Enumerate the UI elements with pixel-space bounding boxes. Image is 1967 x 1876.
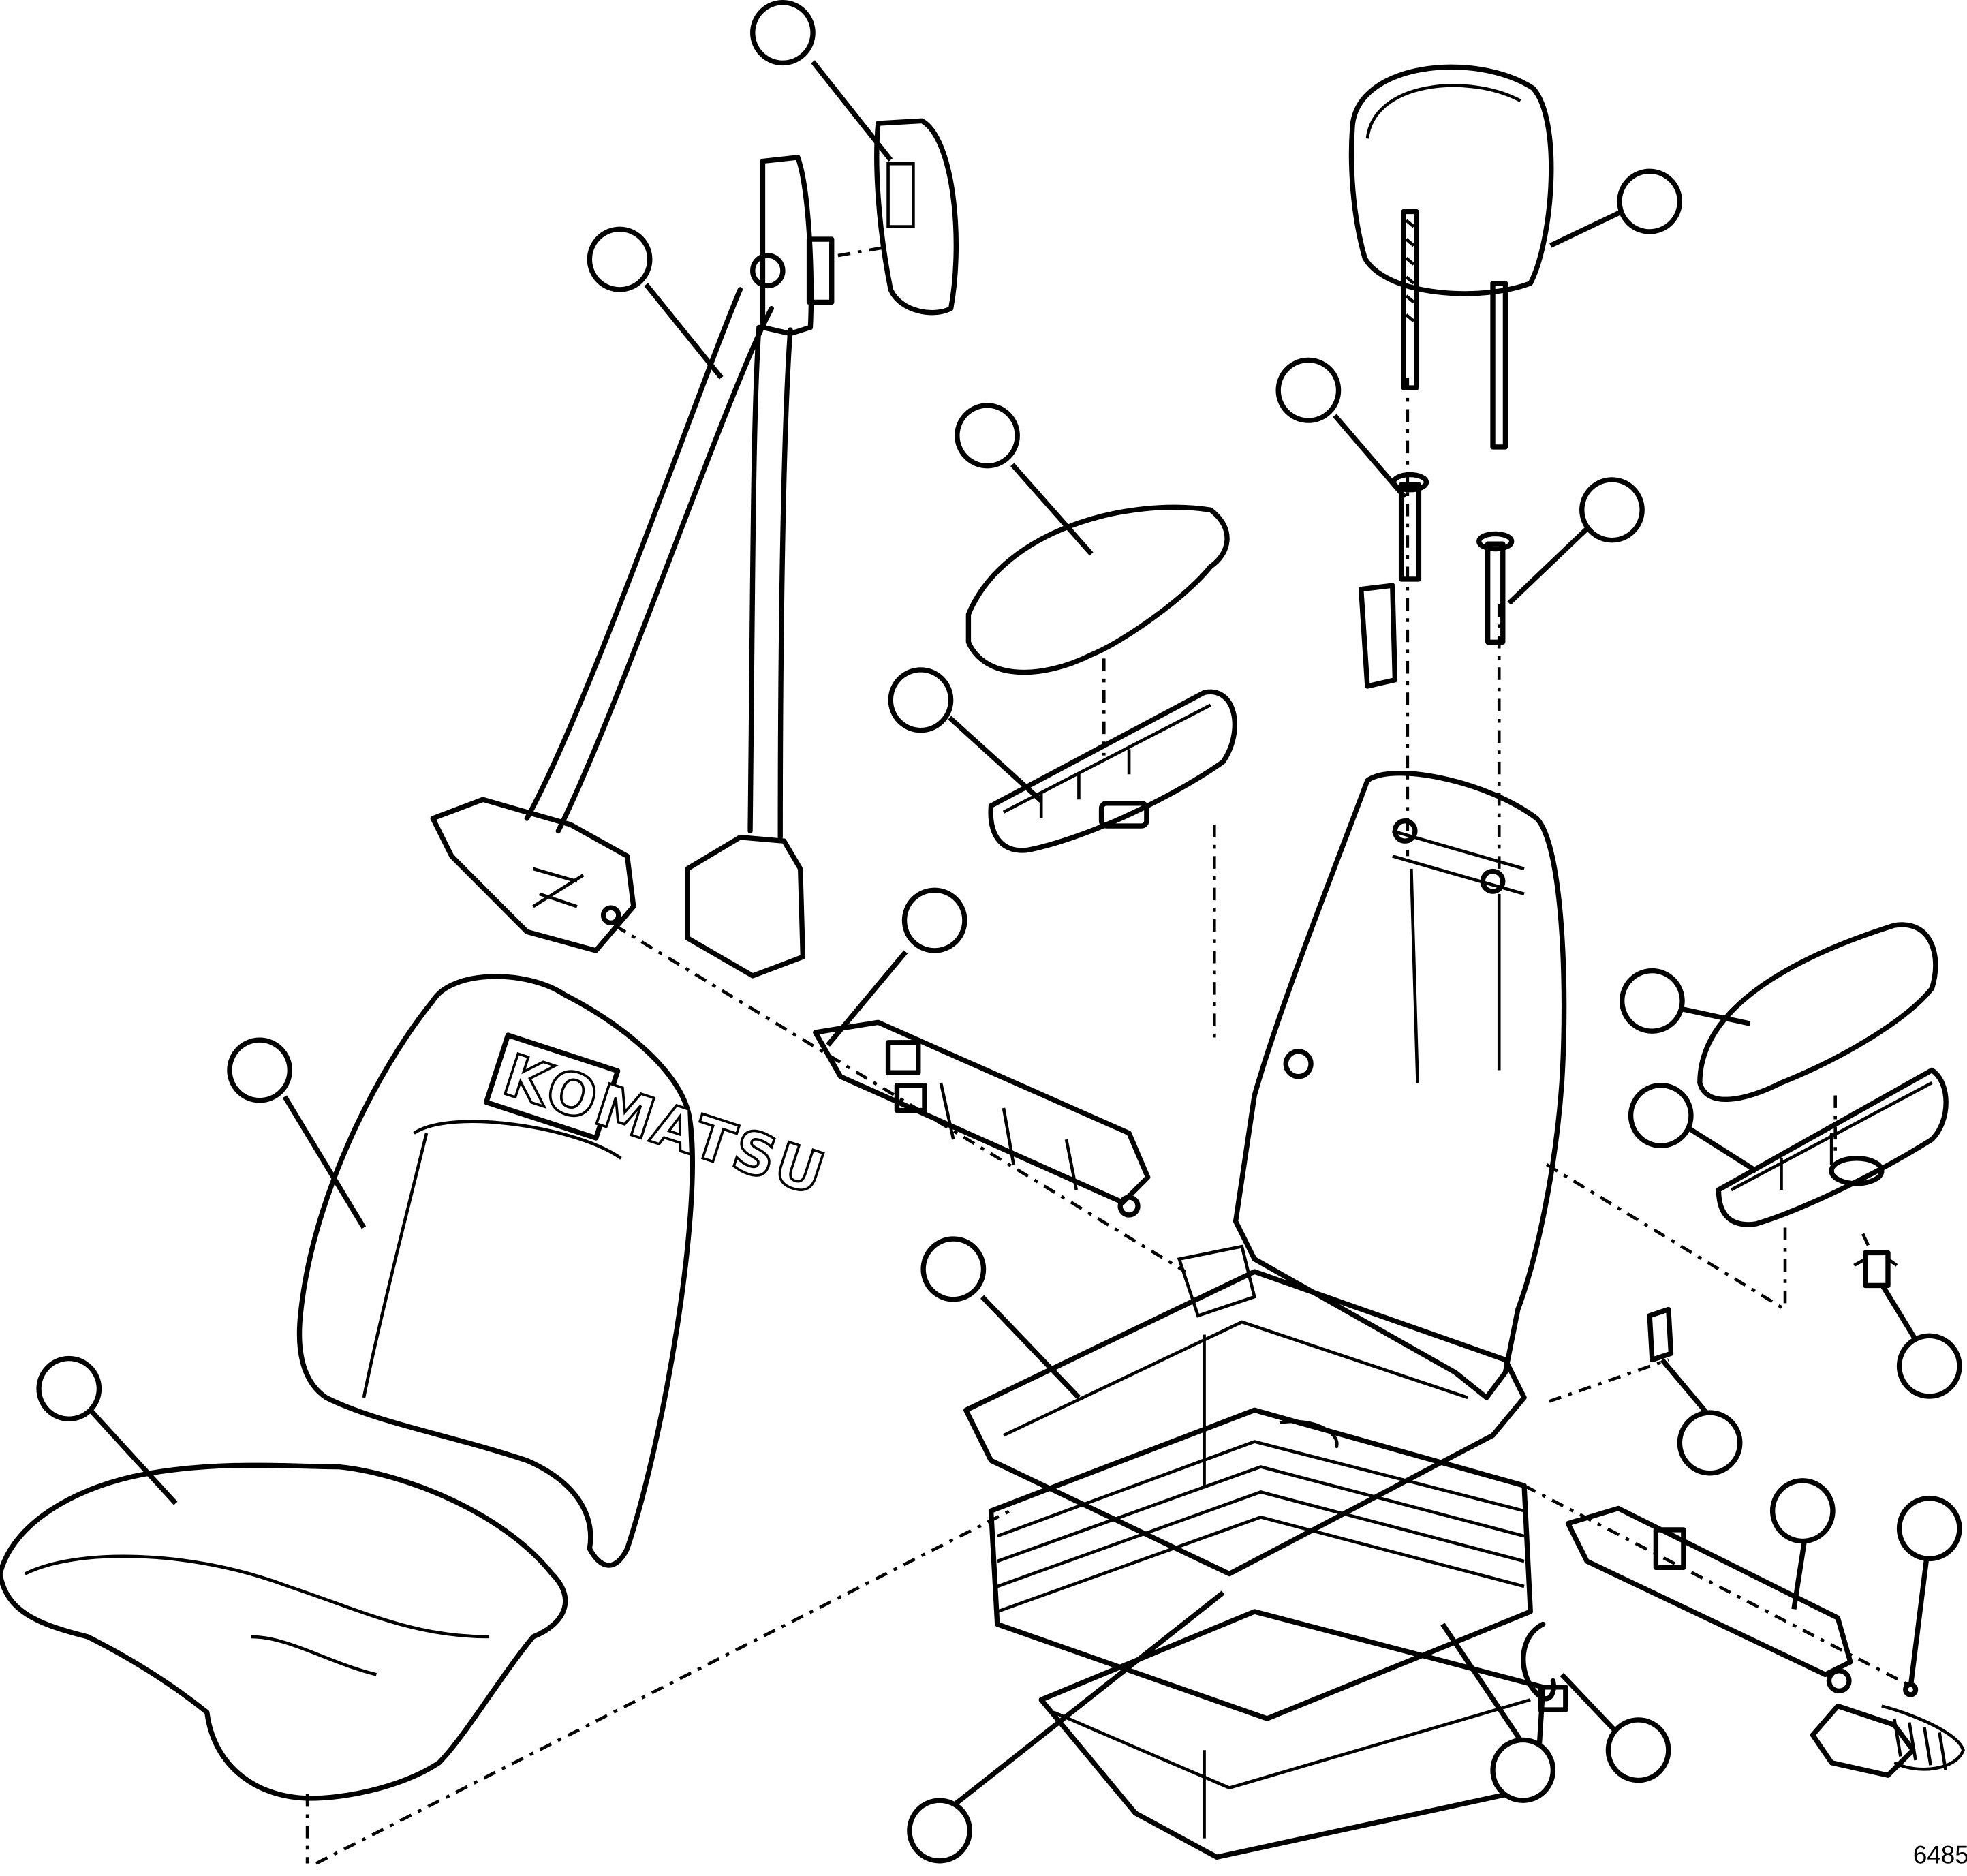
shoulder-belt-part <box>430 155 835 979</box>
callout-left-armrest-base[interactable] <box>888 667 954 733</box>
right-armrest-base-part <box>1716 1067 1949 1227</box>
left-armrest-pad-part <box>965 504 1230 675</box>
callout-headrest-guide-right[interactable] <box>1579 477 1645 543</box>
callout-switch[interactable] <box>1896 1333 1962 1399</box>
leader-lines <box>89 60 1932 1808</box>
right-buckle-part <box>1565 1505 1965 1778</box>
seat-cushion-part <box>0 1462 568 1801</box>
headrest-part <box>1348 64 1554 450</box>
backrest-cushion-part: KOMATSU <box>296 974 835 1568</box>
harness-part <box>1521 1621 1568 1712</box>
suspension-part <box>988 1407 1533 1721</box>
left-buckle-part <box>813 1019 1151 1218</box>
left-armrest-base-part <box>988 689 1237 853</box>
callout-seat-frame[interactable] <box>920 1236 987 1302</box>
callout-suspension[interactable] <box>1490 1737 1556 1803</box>
callout-left-armrest-pad[interactable] <box>955 403 1020 469</box>
callout-shoulder-belt[interactable] <box>587 226 653 292</box>
callout-seatbelt-guide-cover[interactable] <box>750 0 816 66</box>
callout-right-armrest-pad[interactable] <box>1619 968 1685 1034</box>
seat-frame-part <box>963 583 1567 1577</box>
callout-clip[interactable] <box>1677 1410 1743 1476</box>
callout-left-buckle[interactable] <box>901 887 967 953</box>
figure-id-label: 64855 <box>1913 1841 1967 1869</box>
callout-headrest[interactable] <box>1617 168 1683 234</box>
callout-harness[interactable] <box>1605 1717 1671 1783</box>
headrest-guides-part <box>1391 472 1515 645</box>
callout-bolt[interactable] <box>1896 1496 1962 1562</box>
switch-part <box>1853 1250 1898 1289</box>
callouts <box>36 0 1962 1864</box>
callout-slide-rail[interactable] <box>907 1798 972 1864</box>
right-armrest-pad-part <box>1697 922 1938 1103</box>
callout-backrest-cushion[interactable] <box>227 1037 292 1103</box>
callout-seat-cushion[interactable] <box>36 1355 102 1421</box>
clip-part <box>1647 1306 1674 1363</box>
callout-right-buckle[interactable] <box>1769 1478 1836 1544</box>
callout-headrest-guide-left[interactable] <box>1275 357 1342 423</box>
seatbelt-guide-cover-part <box>874 118 959 316</box>
slide-rail-part <box>1038 1609 1546 1860</box>
callout-right-armrest-base[interactable] <box>1628 1082 1694 1149</box>
